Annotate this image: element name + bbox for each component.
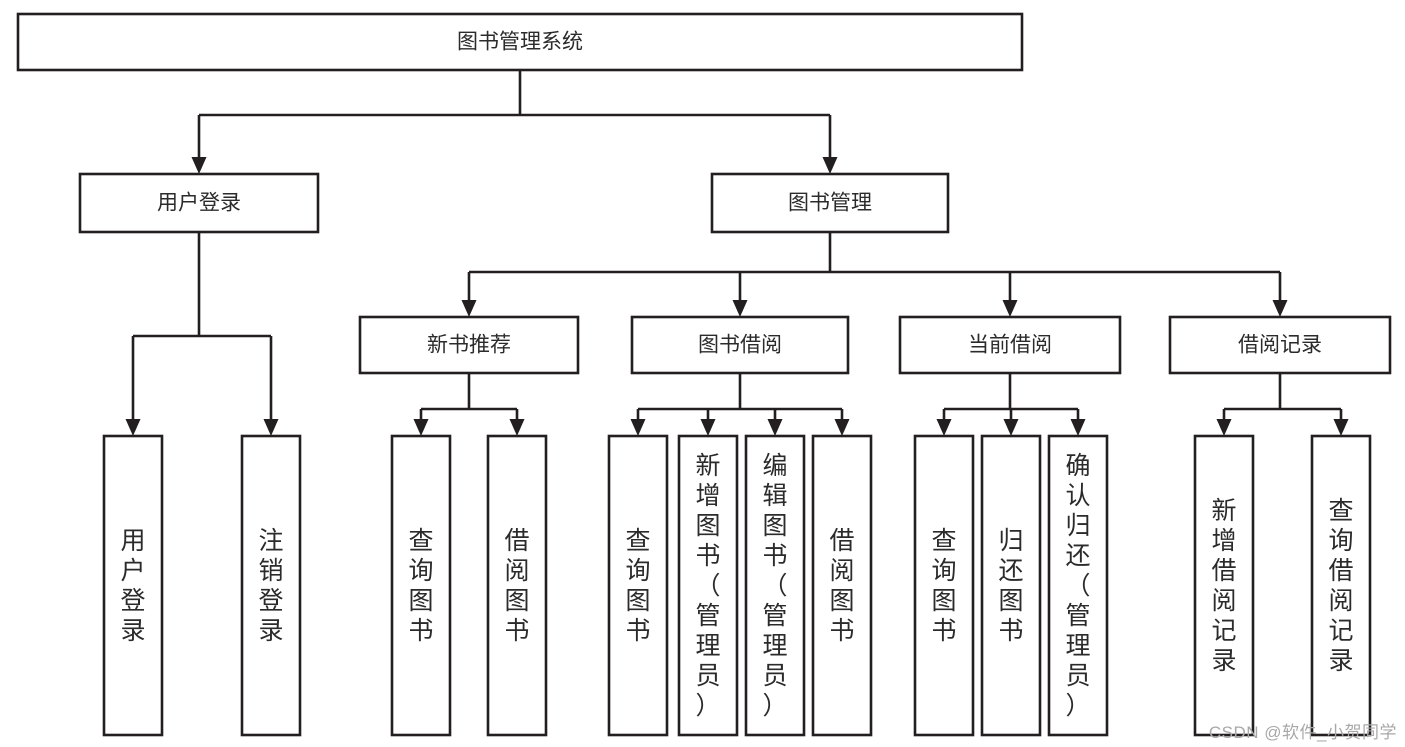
node-leaf-query-borrow-record[interactable]: 查询借阅记录	[1310, 434, 1372, 737]
node-box-leaf-add-book	[677, 434, 739, 737]
node-box-leaf-return-book	[980, 434, 1042, 737]
csdn-watermark: CSDN @软件_小贺同学	[1208, 723, 1397, 742]
node-label-leaf-borrow-book-1: 借阅图书	[504, 527, 529, 645]
node-label-user-login: 用户登录	[157, 192, 241, 215]
arrow-head-book-management-2	[1002, 300, 1018, 317]
node-leaf-borrow-book-1[interactable]: 借阅图书	[486, 434, 548, 737]
arrow-head-leafgrp-book-borrow-3	[834, 419, 850, 436]
node-leaf-edit-book[interactable]: 编辑图书（管理员）	[744, 434, 806, 737]
node-label-current-borrow: 当前借阅	[968, 334, 1052, 357]
node-leaf-query-book-3[interactable]: 查询图书	[913, 434, 975, 737]
node-label-leaf-add-borrow-record: 新增借阅记录	[1211, 497, 1236, 675]
node-box-leaf-query-borrow-record	[1310, 434, 1372, 737]
node-box-leaf-edit-book	[744, 434, 806, 737]
node-box-leaf-user-login	[102, 434, 164, 737]
node-borrow-record[interactable]: 借阅记录	[1168, 315, 1392, 375]
node-leaf-borrow-book-2[interactable]: 借阅图书	[811, 434, 873, 737]
node-label-borrow-record: 借阅记录	[1238, 334, 1322, 357]
node-box-leaf-query-book-2	[607, 434, 669, 737]
node-leaf-confirm-return[interactable]: 确认归还（管理员）	[1047, 434, 1109, 737]
arrow-head-book-management-0	[461, 300, 477, 317]
arrow-head-leafgrp-current-borrow-2	[1070, 419, 1086, 436]
arrow-head-leafgrp-new-book-recommend-0	[413, 419, 429, 436]
node-label-leaf-edit-book: 编辑图书（管理员）	[762, 452, 787, 720]
arrow-head-leafgrp-borrow-record-0	[1216, 419, 1232, 436]
node-leaf-add-book[interactable]: 新增图书（管理员）	[677, 434, 739, 737]
node-label-leaf-logout-login: 注销登录	[258, 527, 283, 645]
node-leaf-return-book[interactable]: 归还图书	[980, 434, 1042, 737]
node-label-leaf-borrow-book-2: 借阅图书	[829, 527, 854, 645]
arrow-head-leafgrp-new-book-recommend-1	[509, 419, 525, 436]
node-box-new-book-recommend	[358, 315, 580, 375]
arrow-head-leafgrp-book-borrow-1	[700, 419, 716, 436]
arrow-head-book-management-3	[1272, 300, 1288, 317]
node-box-book-borrow	[630, 315, 850, 375]
node-book-management[interactable]: 图书管理	[710, 172, 950, 234]
arrow-head-leafgrp-user-login-0	[125, 419, 141, 436]
node-user-login[interactable]: 用户登录	[78, 172, 320, 234]
node-label-leaf-query-book-2: 查询图书	[625, 527, 650, 645]
node-label-leaf-confirm-return: 确认归还（管理员）	[1065, 452, 1090, 720]
node-label-leaf-query-book-1: 查询图书	[408, 527, 433, 645]
node-root[interactable]: 图书管理系统	[16, 12, 1024, 72]
node-box-current-borrow	[898, 315, 1122, 375]
arrow-head-book-management-1	[732, 300, 748, 317]
arrow-head-leafgrp-user-login-1	[263, 419, 279, 436]
node-leaf-user-login[interactable]: 用户登录	[102, 434, 164, 737]
node-box-borrow-record	[1168, 315, 1392, 375]
arrow-head-leafgrp-current-borrow-0	[936, 419, 952, 436]
node-box-book-management	[710, 172, 950, 234]
arrow-head-leafgrp-borrow-record-1	[1333, 419, 1349, 436]
arrow-head-leafgrp-current-borrow-1	[1003, 419, 1019, 436]
node-leaf-add-borrow-record[interactable]: 新增借阅记录	[1193, 434, 1255, 737]
node-box-user-login	[78, 172, 320, 234]
node-current-borrow[interactable]: 当前借阅	[898, 315, 1122, 375]
node-label-leaf-add-book: 新增图书（管理员）	[695, 452, 720, 720]
node-box-leaf-confirm-return	[1047, 434, 1109, 737]
node-box-root	[16, 12, 1024, 72]
arrow-head-leafgrp-book-borrow-0	[630, 419, 646, 436]
node-layer: 图书管理系统用户登录图书管理新书推荐图书借阅当前借阅借阅记录用户登录注销登录查询…	[16, 12, 1392, 737]
node-box-leaf-add-borrow-record	[1193, 434, 1255, 737]
node-box-leaf-logout-login	[240, 434, 302, 737]
node-label-leaf-return-book: 归还图书	[998, 527, 1023, 645]
arrow-head-root-0	[191, 157, 207, 174]
node-box-leaf-query-book-1	[390, 434, 452, 737]
connector-layer	[125, 70, 1349, 436]
node-leaf-query-book-1[interactable]: 查询图书	[390, 434, 452, 737]
node-leaf-logout-login[interactable]: 注销登录	[240, 434, 302, 737]
node-box-leaf-borrow-book-2	[811, 434, 873, 737]
node-leaf-query-book-2[interactable]: 查询图书	[607, 434, 669, 737]
node-label-book-borrow: 图书借阅	[698, 334, 782, 357]
node-box-leaf-borrow-book-1	[486, 434, 548, 737]
node-label-leaf-user-login: 用户登录	[120, 527, 145, 645]
node-label-root: 图书管理系统	[457, 31, 583, 54]
node-new-book-recommend[interactable]: 新书推荐	[358, 315, 580, 375]
node-box-leaf-query-book-3	[913, 434, 975, 737]
node-label-book-management: 图书管理	[788, 192, 872, 215]
arrow-head-root-1	[822, 157, 838, 174]
node-label-leaf-query-book-3: 查询图书	[931, 527, 956, 645]
node-label-new-book-recommend: 新书推荐	[427, 334, 511, 357]
node-book-borrow[interactable]: 图书借阅	[630, 315, 850, 375]
arrow-head-leafgrp-book-borrow-2	[767, 419, 783, 436]
node-label-leaf-query-borrow-record: 查询借阅记录	[1328, 497, 1353, 675]
